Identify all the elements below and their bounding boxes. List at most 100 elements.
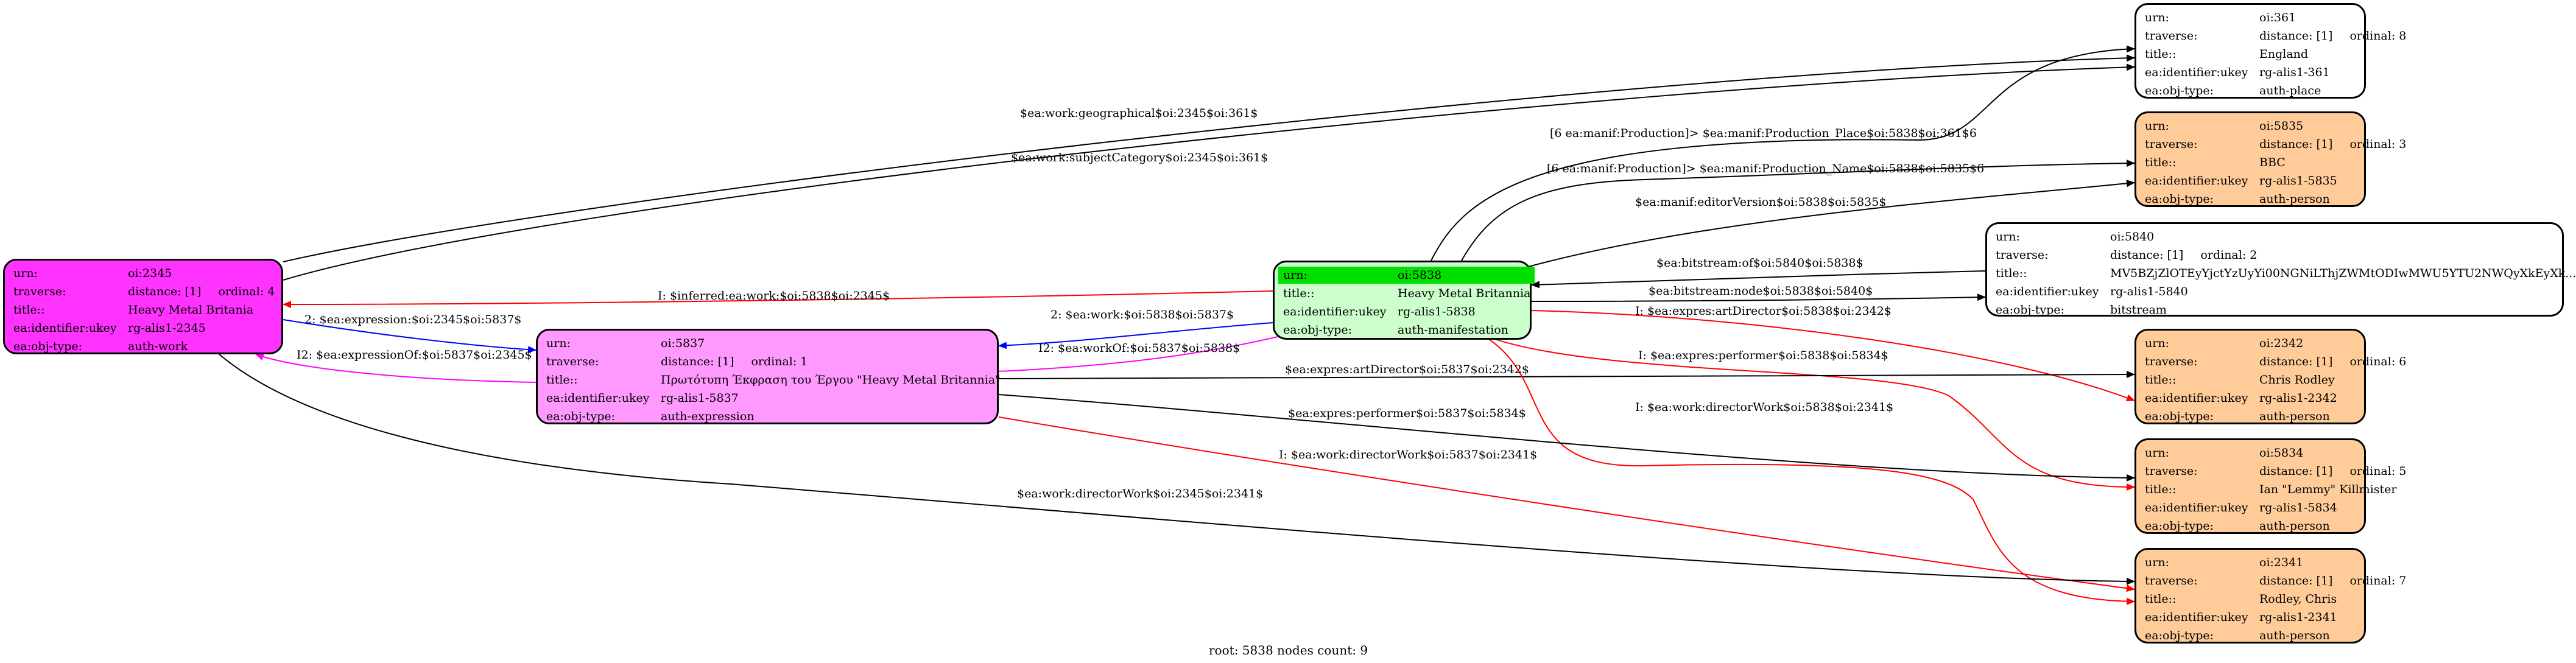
urn-value: oi:2341 <box>2259 556 2304 569</box>
urn-key: urn: <box>2145 446 2169 460</box>
edge-performer-5838 <box>1479 333 2135 491</box>
title-value: Rodley, Chris <box>2259 592 2337 606</box>
node-person-5835[interactable]: urn:oi:5835 traverse:distance: [1]ordina… <box>2134 111 2406 207</box>
objtype-key: ea:obj-type: <box>1996 303 2065 317</box>
urn-value: oi:361 <box>2259 11 2296 24</box>
ukey-key: ea:identifier:ukey <box>2145 66 2248 79</box>
ukey-key: ea:identifier:ukey <box>2145 611 2248 624</box>
objtype-value: auth-place <box>2259 84 2321 97</box>
edge-label-performer-5837: $ea:expres:performer$oi:5837$oi:5834$ <box>1288 407 1526 420</box>
traverse-key: traverse: <box>2145 465 2198 478</box>
objtype-value: auth-manifestation <box>1398 323 1508 337</box>
objtype-value: bitstream <box>2110 303 2167 317</box>
title-value: BBC <box>2259 156 2286 169</box>
edge-subject-category <box>283 63 2135 281</box>
title-key: title:: <box>2145 483 2177 496</box>
distance-value: distance: [1] <box>2259 355 2333 368</box>
urn-value: oi:5835 <box>2259 119 2304 133</box>
node-person-2341[interactable]: urn: oi:2341 traverse: distance: [1] ordina… <box>2134 548 2406 644</box>
edge-label-art-director-5837: $ea:expres:artDirector$oi:5837$oi:2342$ <box>1285 363 1529 376</box>
edge-work-5837 <box>998 322 1273 349</box>
objtype-key: ea:obj-type: <box>546 410 616 423</box>
objtype-key: ea:obj-type: <box>13 340 83 353</box>
node-expression-5837[interactable]: urn:oi:5837 traverse:distance: [1]ordina… <box>536 329 1001 424</box>
graph-footer: root: 5838 nodes count: 9 <box>1209 643 1368 658</box>
edge-label-director-work-5838: I: $ea:work:directorWork$oi:5838$oi:2341… <box>1635 401 1893 414</box>
urn-value: oi:5840 <box>2110 230 2155 244</box>
ukey-value: rg-alis1-5838 <box>1398 305 1476 318</box>
title-value: England <box>2259 47 2309 61</box>
edge-label-bitstream-node: $ea:bitstream:node$oi:5838$oi:5840$ <box>1649 284 1873 298</box>
ordinal-value: ordinal: 6 <box>2349 355 2407 368</box>
node-manifestation-5838[interactable]: urn:oi:5838 title::Heavy Metal Britannia… <box>1273 261 1535 340</box>
title-value: Heavy Metal Britannia <box>1398 287 1531 300</box>
ukey-value: rg-alis1-5840 <box>2110 285 2188 298</box>
title-key: title:: <box>13 303 45 317</box>
objtype-key: ea:obj-type: <box>2145 410 2214 423</box>
urn-value: oi:2342 <box>2259 337 2304 350</box>
edge-expression-5837 <box>283 319 537 354</box>
traverse-key: traverse: <box>2145 138 2198 151</box>
edge-editor-version <box>1528 180 2135 267</box>
ordinal-value: ordinal: 5 <box>2349 465 2407 478</box>
distance-value: distance: [1] <box>2110 248 2184 262</box>
edge-bitstream-node <box>1531 293 1986 302</box>
traverse-key: traverse: <box>13 285 66 298</box>
ordinal-value: ordinal: 1 <box>751 355 808 368</box>
edge-label-inferred-work: I: $inferred:ea:work:$oi:5838$oi:2345$ <box>658 289 890 303</box>
ordinal-value: ordinal: 7 <box>2349 574 2407 588</box>
distance-value: distance: [1] <box>661 355 734 368</box>
node-person-2342[interactable]: urn: oi:2342 traverse: distance: [1] ordina… <box>2134 329 2406 424</box>
edge-label-work-5837: 2: $ea:work:$oi:5838$oi:5837$ <box>1050 308 1234 321</box>
urn-value: oi:5838 <box>1398 268 1442 282</box>
traverse-key: traverse: <box>1996 248 2049 262</box>
title-value: Heavy Metal Britania <box>128 303 254 317</box>
traverse-key: traverse: <box>2145 574 2198 588</box>
distance-value: distance: [1] <box>2259 574 2333 588</box>
urn-key: urn: <box>2145 337 2169 350</box>
root-highlight <box>1278 267 1535 284</box>
objtype-value: auth-work <box>128 340 188 353</box>
ukey-value: rg-alis1-5835 <box>2259 174 2337 188</box>
urn-value: oi:5837 <box>661 337 705 350</box>
edge-production-place <box>1431 45 2135 261</box>
traverse-key: traverse: <box>2145 355 2198 368</box>
title-value: Ian "Lemmy" Killmister <box>2259 483 2397 496</box>
ukey-value: rg-alis1-5834 <box>2259 501 2337 514</box>
urn-key: urn: <box>2145 11 2169 24</box>
edge-geographical <box>283 54 2135 262</box>
edge-work-of-5838 <box>998 326 1316 372</box>
edge-director-work-5838 <box>1479 333 2135 605</box>
urn-key: urn: <box>1996 230 2020 244</box>
urn-key: urn: <box>2145 119 2169 133</box>
urn-value: oi:5834 <box>2259 446 2304 460</box>
edge-label-expression-of-2345: I2: $ea:expressionOf:$oi:5837$oi:2345$ <box>297 348 532 362</box>
edge-label-director-work-5837: I: $ea:work:directorWork$oi:5837$oi:2341… <box>1279 448 1537 461</box>
distance-value: distance: [1] <box>2259 29 2333 43</box>
ukey-key: ea:identifier:ukey <box>13 321 117 335</box>
ukey-value: rg-alis1-2345 <box>128 321 206 335</box>
edge-expression-of-2345 <box>255 353 537 383</box>
node-person-5834[interactable]: urn:oi:5834 traverse:distance: [1]ordina… <box>2134 438 2406 534</box>
edge-director-work-2345 <box>219 354 2135 585</box>
edge-art-director-5838 <box>1531 310 2135 401</box>
edge-label-performer-5838: I: $ea:expres:performer$oi:5838$oi:5834$ <box>1638 349 1888 362</box>
edge-label-production-place: [6 ea:manif:Production]> $ea:manif:Produ… <box>1550 127 1977 140</box>
ordinal-value: ordinal: 4 <box>218 285 275 298</box>
edge-label-subject-category: $ea:work:subjectCategory$oi:2345$oi:361$ <box>1011 151 1268 164</box>
edge-bitstream-of <box>1531 270 1986 289</box>
node-bitstream-5840[interactable]: urn:oi:5840 traverse:distance: [1]ordina… <box>1985 222 2576 317</box>
objtype-value: auth-expression <box>661 410 755 423</box>
traverse-key: traverse: <box>2145 29 2198 43</box>
ukey-key: ea:identifier:ukey <box>1996 285 2099 298</box>
objtype-value: auth-person <box>2259 519 2330 533</box>
urn-key: urn: <box>2145 556 2169 569</box>
objtype-key: ea:obj-type: <box>2145 519 2214 533</box>
edge-director-work-5837 <box>998 416 2135 592</box>
urn-key: urn: <box>546 337 571 350</box>
edge-performer-5837 <box>998 394 2135 482</box>
node-place-361[interactable]: urn: oi:361 traverse: distance: [1] ordinal… <box>2134 3 2406 99</box>
node-work-2345[interactable]: urn:oi:2345 traverse:distance: [1]ordina… <box>3 259 283 354</box>
ordinal-value: ordinal: 8 <box>2349 29 2407 43</box>
